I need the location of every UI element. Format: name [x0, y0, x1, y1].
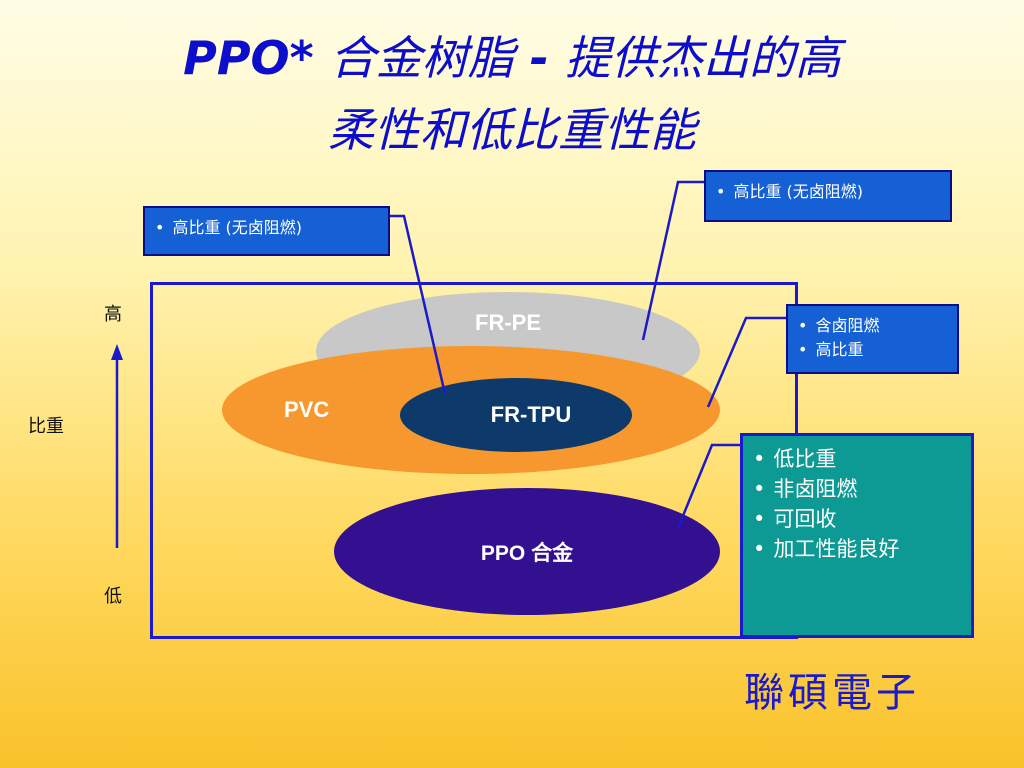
connector-right-top	[641, 180, 704, 341]
callout-right-mid-item: 高比重	[798, 336, 947, 360]
callout-right-top-item: 高比重 (无卤阻燃)	[716, 178, 940, 202]
callout-right-mid-item: 含卤阻燃	[798, 312, 947, 336]
connector-right-bottom	[676, 443, 740, 529]
axis-title-label: 比重	[28, 416, 64, 437]
axis-low-label: 低	[104, 586, 122, 607]
slide-title-line1: PPO* 合金树脂 - 提供杰出的高	[0, 30, 1024, 86]
title-dash: -	[529, 31, 549, 85]
connector-right-mid	[706, 316, 786, 408]
callout-left-top: 高比重 (无卤阻燃)	[143, 206, 390, 256]
title-alloy: 合金树脂	[329, 31, 514, 85]
company-logo-text: 聯碩電子	[744, 670, 920, 716]
callout-right-top: 高比重 (无卤阻燃)	[704, 170, 952, 222]
callout-right-bottom-item: 低比重	[753, 444, 961, 474]
ellipse-frtpu: FR-TPU	[400, 378, 632, 452]
callout-right-bottom-item: 非卤阻燃	[753, 474, 961, 504]
callout-right-bottom-item: 可回收	[753, 504, 961, 534]
frpe-label: FR-PE	[475, 310, 541, 335]
callout-left-top-item: 高比重 (无卤阻燃)	[155, 214, 378, 238]
ellipse-ppo: PPO 合金	[334, 488, 720, 615]
callout-right-bottom-item: 加工性能良好	[753, 534, 961, 564]
pvc-label: PVC	[284, 397, 330, 422]
callout-right-bottom: 低比重 非卤阻燃 可回收 加工性能良好	[740, 433, 974, 638]
title-ppo: PPO*	[183, 31, 314, 85]
frtpu-label: FR-TPU	[490, 402, 572, 427]
axis-high-label: 高	[104, 304, 122, 325]
callout-right-mid: 含卤阻燃 高比重	[786, 304, 959, 374]
slide-title-line2: 柔性和低比重性能	[328, 103, 696, 157]
axis-arrow-head	[111, 344, 123, 360]
ppo-label: PPO 合金	[480, 541, 574, 565]
title-rest: 提供杰出的高	[564, 31, 841, 85]
connector-left-top	[389, 214, 447, 395]
